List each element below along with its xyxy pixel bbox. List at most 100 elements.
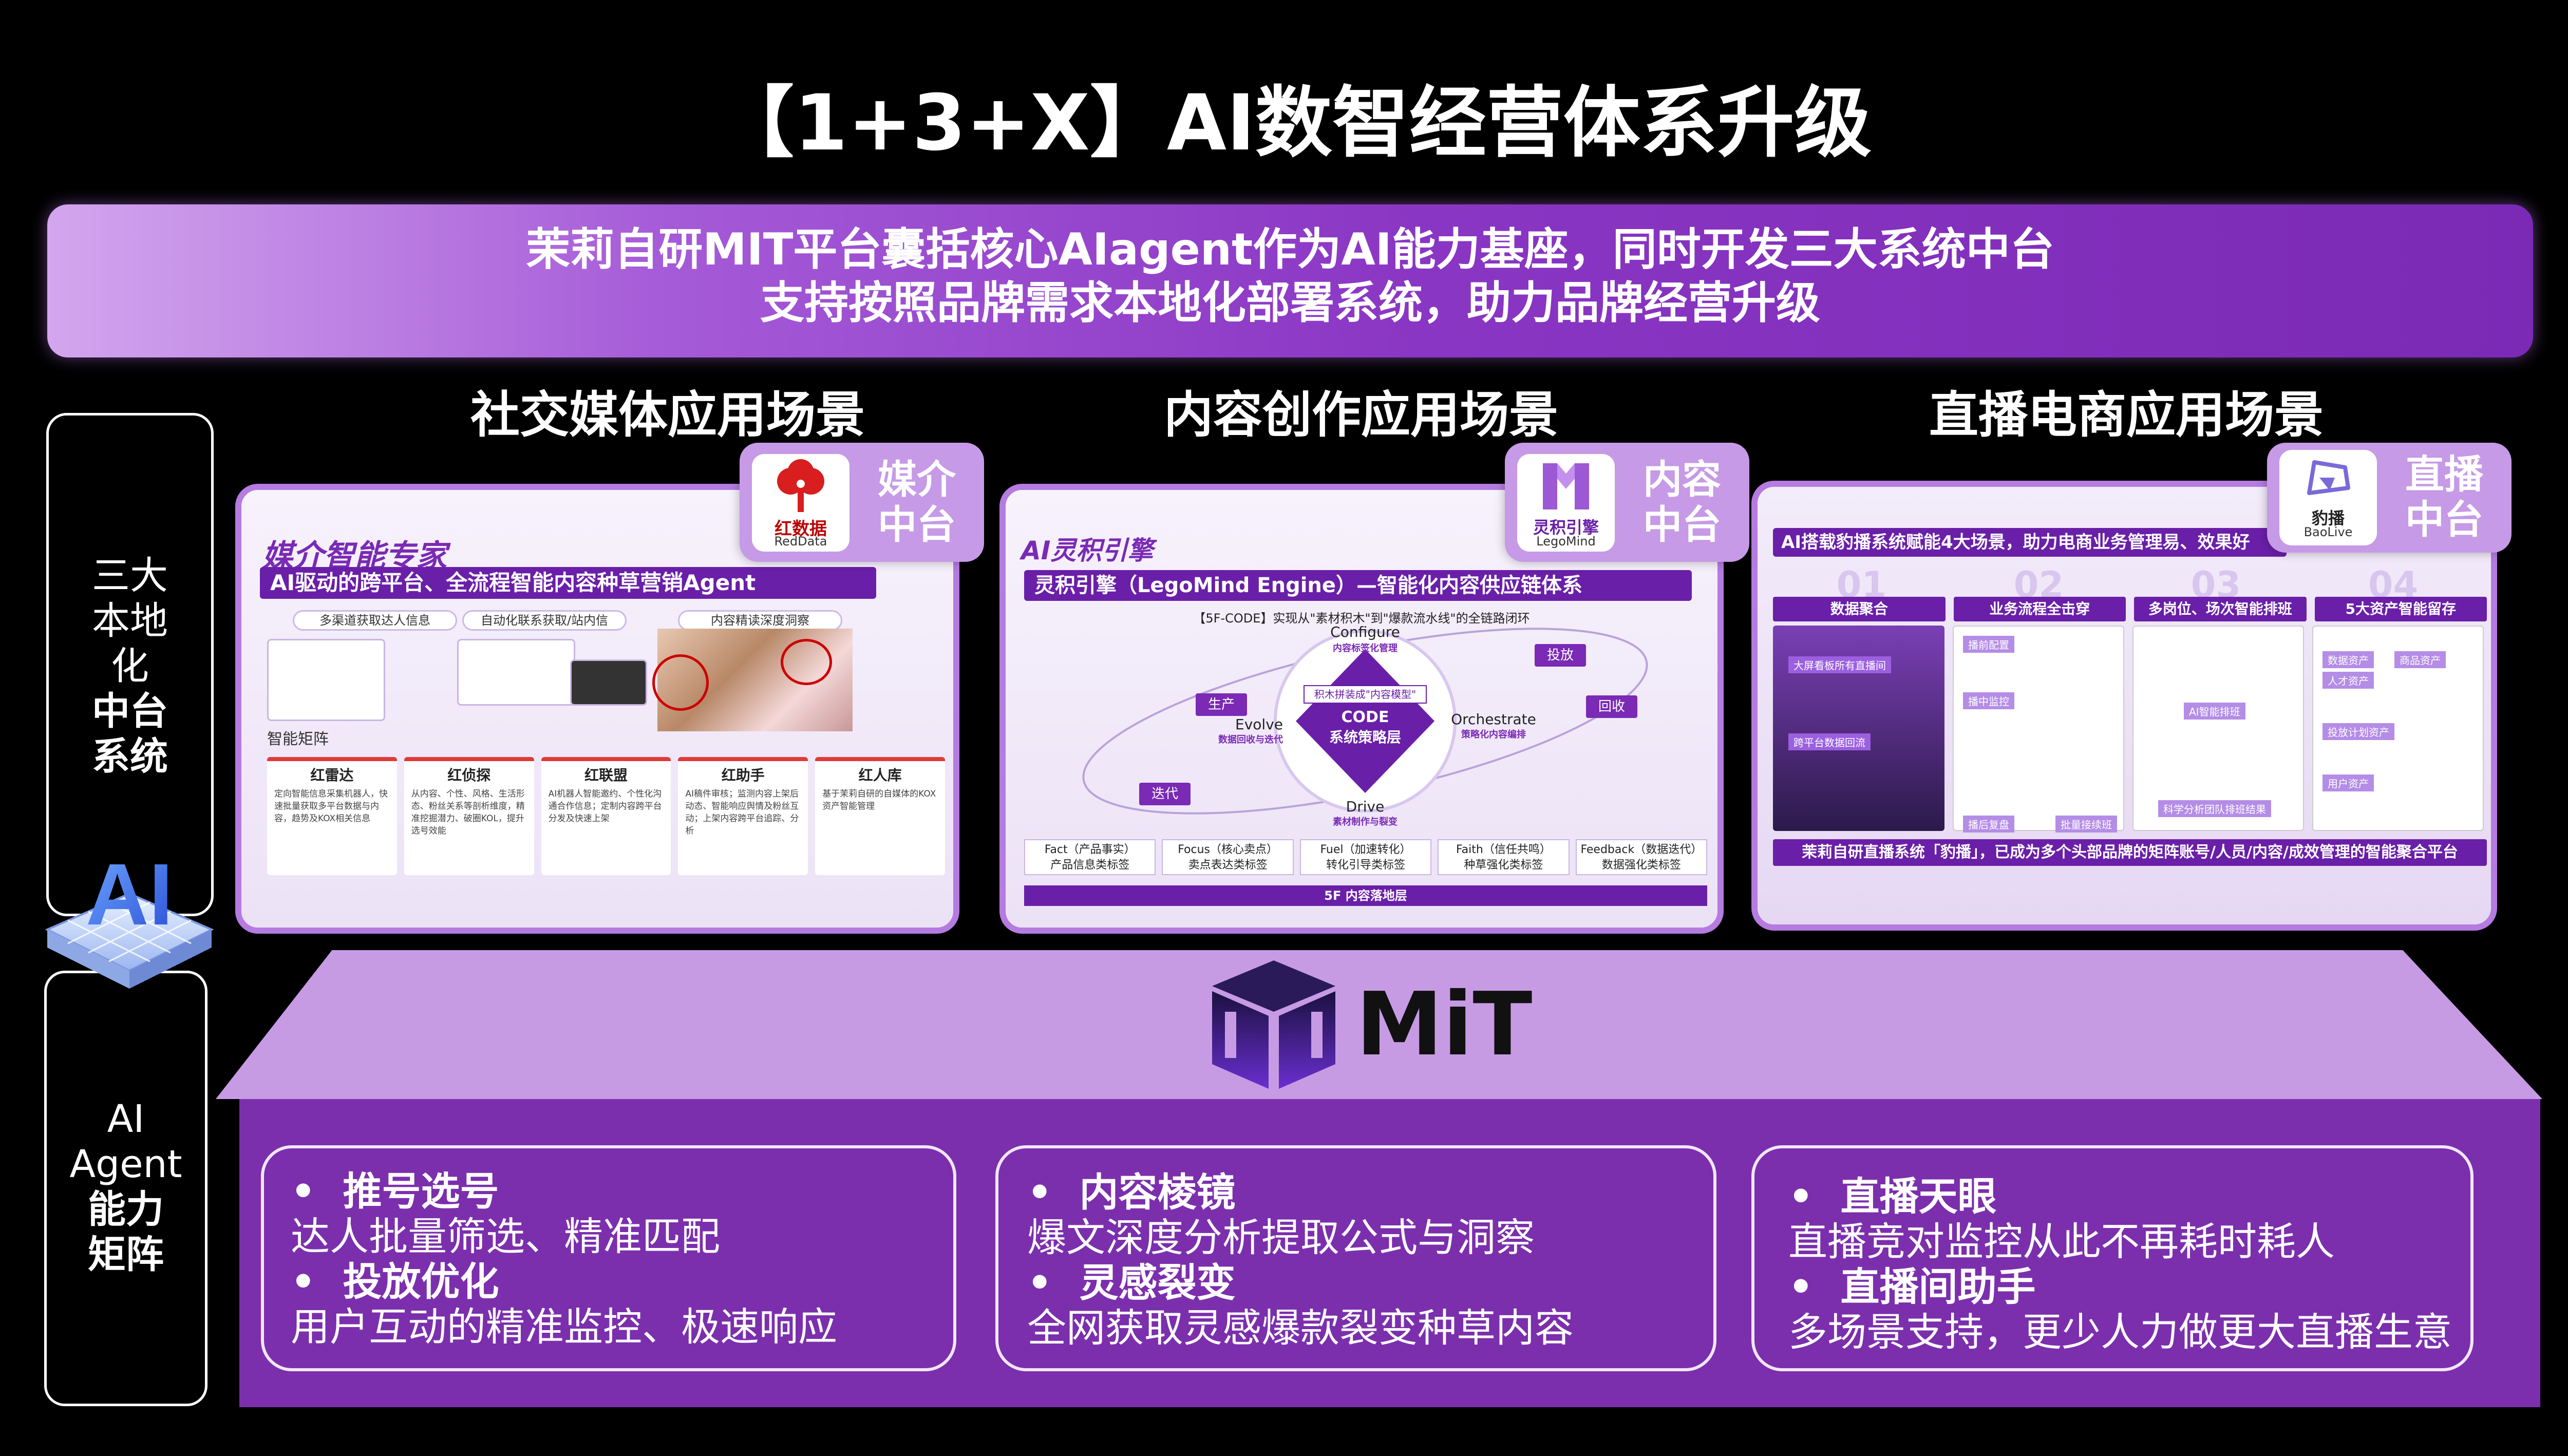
live-overlay: 商品资产 xyxy=(2394,651,2446,668)
mit-platform-band xyxy=(216,950,2542,1099)
social-module: 红侦探 从内容、个性、风格、生活形态、粉丝关系等剖析维度，精准挖掘潜力、破圈KO… xyxy=(404,757,534,875)
social-screenshot-3 xyxy=(570,659,647,706)
social-module: 红雷达 定向智能信息采集机器人，快速批量获取多平台数据与内容，趋势及KOX相关信… xyxy=(267,757,397,875)
live-number: 03 xyxy=(2191,564,2241,606)
flow-deliver: 投放 xyxy=(1535,644,1586,667)
bullet-icon: • xyxy=(291,1168,316,1214)
feature-desc: 直播竞对监控从此不再耗时耗人 xyxy=(1788,1219,2335,1264)
left-bottom-line4: 矩阵 xyxy=(88,1233,164,1277)
live-number: 04 xyxy=(2368,564,2419,606)
ai-cube-icon: AI xyxy=(37,837,222,991)
drive-label: Drive xyxy=(1346,798,1385,815)
left-bottom-line1: AI xyxy=(107,1097,145,1141)
live-column-header: 5大资产智能留存 xyxy=(2314,597,2487,621)
live-overlay: AI智能排班 xyxy=(2184,703,2245,720)
flow-produce: 生产 xyxy=(1196,693,1247,716)
social-highlight-circle-2 xyxy=(781,639,832,685)
baolive-logo-en: BaoLive xyxy=(2303,525,2353,539)
flow-recycle: 回收 xyxy=(1586,695,1637,718)
left-panel-bottom: AI Agent 能力 矩阵 xyxy=(44,971,207,1406)
social-module: 红助手 AI稿件审核；监测内容上架后动态、智能响应舆情及粉丝互动；上架内容跨平台… xyxy=(678,757,808,875)
live-card-footer: 茉莉自研直播系统「豹播」，已成为多个头部品牌的矩阵账号/人员/内容/成效管理的智… xyxy=(1773,839,2487,866)
social-highlight-circle-1 xyxy=(652,654,709,711)
five-f-row: Fact（产品事实）产品信息类标签 Focus（核心卖点） 卖点表达类标签 Fue… xyxy=(1024,839,1708,875)
five-f-en: Feedback（数据迭代） xyxy=(1580,843,1703,856)
live-overlay: 播后复盘 xyxy=(1963,816,2014,833)
module-name: 红助手 xyxy=(721,767,765,784)
live-overlay: 数据资产 xyxy=(2322,651,2374,668)
module-desc: AI机器人智能邀约、个性化沟通合作信息；定制内容跨平台分发及快速上架 xyxy=(548,789,662,824)
live-number: 02 xyxy=(2013,564,2064,606)
scene-title-social: 社交媒体应用场景 xyxy=(470,386,865,444)
feature-card-live: • 直播天眼 直播竞对监控从此不再耗时耗人 • 直播间助手 多场景支持，更少人力… xyxy=(1751,1145,2473,1371)
live-overlay: 大屏看板所有直播间 xyxy=(1788,656,1891,673)
live-column-header: 业务流程全击穿 xyxy=(1953,597,2126,621)
five-f-en: Fuel（加速转化） xyxy=(1320,843,1411,856)
legomind-logo-en: LegoMind xyxy=(1536,534,1596,549)
five-f-cn: 转化引导类标签 xyxy=(1326,859,1406,872)
five-f-en: Fact（产品事实） xyxy=(1044,843,1136,856)
social-chip-2: 自动化联系获取/站内信 xyxy=(462,610,627,631)
live-overlay: 人才资产 xyxy=(2322,672,2374,689)
bullet-icon: • xyxy=(291,1259,316,1304)
social-screenshot-1 xyxy=(267,639,385,721)
legomind-brand: AI灵积引擎 xyxy=(1021,536,1154,565)
feature-card-social: • 推号选号 达人批量筛选、精准匹配 • 投放优化 用户互动的精准监控、极速响应 xyxy=(261,1145,956,1371)
social-module-row: 红雷达 定向智能信息采集机器人，快速批量获取多平台数据与内容，趋势及KOX相关信… xyxy=(267,757,945,875)
social-chip-1: 多渠道获取达人信息 xyxy=(293,610,457,631)
tag-media-line2: 中台 xyxy=(878,502,956,547)
five-f-label: Fuel（加速转化） 转化引导类标签 xyxy=(1299,839,1432,875)
feature-title: • 内容棱镜 xyxy=(1027,1170,1236,1215)
baolive-logo: 豹播 BaoLive xyxy=(2279,450,2377,545)
tag-content-line2: 中台 xyxy=(1643,502,1721,547)
tag-live-platform: 豹播 BaoLive 直播 中台 xyxy=(2267,443,2512,553)
banner-line-1: 茉莉自研MIT平台囊括核心AIagent作为AI能力基座，同时开发三大系统中台 xyxy=(526,224,2054,275)
legomind-logo: 灵积引擎 LegoMind xyxy=(1517,454,1615,552)
module-name: 红联盟 xyxy=(584,767,628,784)
five-f-footer: 5F 内容落地层 xyxy=(1024,885,1707,906)
mit-logo-text: MiT xyxy=(1356,974,1533,1075)
agent-panel xyxy=(239,1099,2540,1407)
orchestrate-label: Orchestrate xyxy=(1451,711,1536,728)
page-title: 【1+3+X】AI数智经营体系升级 xyxy=(717,79,1872,168)
five-f-label: Focus（核心卖点） 卖点表达类标签 xyxy=(1162,839,1294,875)
live-overlay: 用户资产 xyxy=(2322,774,2374,791)
feature-title-text: 直播间助手 xyxy=(1840,1264,2036,1310)
left-top-line2: 本地 xyxy=(92,599,168,643)
tag-media-line1: 媒介 xyxy=(878,457,956,502)
live-overlay: 批量接续班 xyxy=(2055,816,2117,833)
five-f-en: Focus（核心卖点） xyxy=(1178,843,1278,856)
bullet-icon: • xyxy=(1788,1264,1814,1310)
svg-text:AI: AI xyxy=(86,846,173,943)
bullet-icon: • xyxy=(1788,1174,1814,1219)
social-module: 红联盟 AI机器人智能邀约、个性化沟通合作信息；定制内容跨平台分发及快速上架 xyxy=(541,757,671,875)
intro-banner: 茉莉自研MIT平台囊括核心AIagent作为AI能力基座，同时开发三大系统中台 … xyxy=(47,204,2533,357)
live-overlay: 投放计划资产 xyxy=(2322,723,2394,740)
module-desc: 从内容、个性、风格、生活形态、粉丝关系等剖析维度，精准挖掘潜力、破圈KOL，提升… xyxy=(411,789,525,836)
code-main-1: CODE xyxy=(1341,708,1389,726)
content-card-sub: 【5F-CODE】实现从"素材积木"到"爆款流水线"的全链路闭环 xyxy=(1193,611,1530,626)
evolve-sub: 数据回收与迭代 xyxy=(1218,734,1283,745)
five-f-cn: 卖点表达类标签 xyxy=(1188,859,1268,872)
left-top-line5: 系统 xyxy=(92,734,168,779)
left-top-line3: 化 xyxy=(111,644,149,688)
live-card-heading: AI搭载豹播系统赋能4大场景，助力电商业务管理易、效果好 xyxy=(1773,528,2287,557)
code-main-2: 系统策略层 xyxy=(1329,729,1401,746)
feature-desc: 达人批量筛选、精准匹配 xyxy=(291,1214,720,1259)
live-number: 01 xyxy=(1836,564,1887,606)
scene-title-live: 直播电商应用场景 xyxy=(1929,386,2324,444)
feature-title: • 灵感裂变 xyxy=(1027,1260,1236,1306)
mit-logo-icon xyxy=(1197,950,1351,1099)
live-column-headers: 数据聚合 业务流程全击穿 多岗位、场次智能排班 5大资产智能留存 xyxy=(1773,597,2487,621)
banner-line-2: 支持按照品牌需求本地化部署系统，助力品牌经营升级 xyxy=(760,277,1820,329)
module-desc: 基于茉莉自研的自媒体的KOX资产智能管理 xyxy=(822,789,936,811)
five-f-cn: 数据强化类标签 xyxy=(1601,859,1681,872)
baolive-logo-cn: 豹播 xyxy=(2311,508,2345,528)
feature-title: • 推号选号 xyxy=(291,1169,499,1214)
live-overlay: 播中监控 xyxy=(1963,692,2014,709)
baolive-icon xyxy=(2307,460,2350,495)
social-card-subheading: AI驱动的跨平台、全流程智能内容种草营销Agent xyxy=(260,567,876,599)
feature-desc: 全网获取灵感爆款裂变种草内容 xyxy=(1027,1305,1574,1351)
five-f-label: Fact（产品事实）产品信息类标签 xyxy=(1024,839,1156,875)
orchestrate-sub: 策略化内容编排 xyxy=(1461,729,1526,740)
